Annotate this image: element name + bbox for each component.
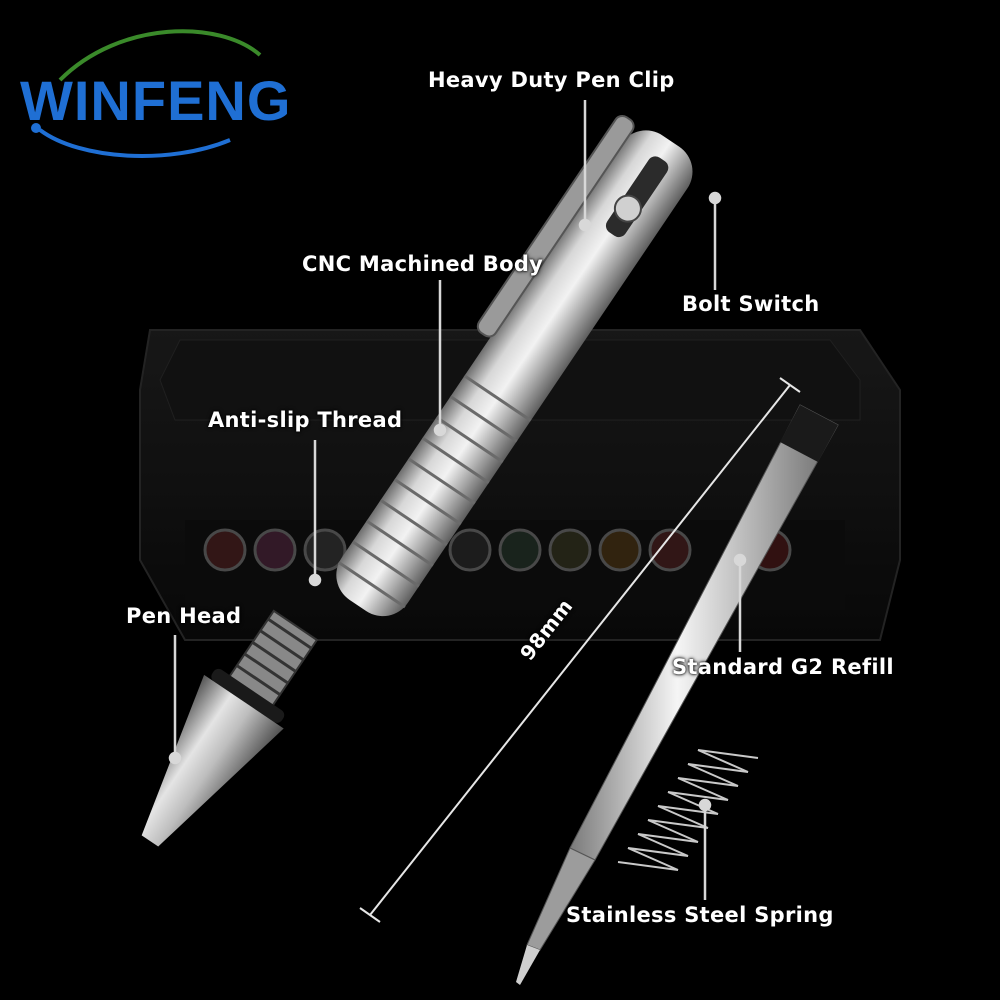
logo-swoosh [31,29,262,158]
label-pen-head: Pen Head [126,604,242,628]
pen-clip [476,114,635,338]
label-pen-clip: Heavy Duty Pen Clip [428,68,675,92]
label-steel-spring: Stainless Steel Spring [566,903,834,927]
background-watch-case [139,329,901,641]
label-cnc-body: CNC Machined Body [302,252,544,276]
g2-refill [516,404,839,985]
bolt-switch-knob [613,194,642,223]
leader-lines [168,100,747,900]
watch-faces [203,528,792,572]
pen-body [336,114,693,617]
label-bolt-switch: Bolt Switch [682,292,820,316]
anti-slip-thread [337,374,532,609]
dimension-line [359,377,801,923]
steel-spring [617,749,759,871]
label-g2-refill: Standard G2 Refill [672,655,894,679]
pen-head [141,609,319,847]
label-anti-slip-thread: Anti-slip Thread [208,408,403,432]
brand-logo: WINFENG [20,69,292,132]
